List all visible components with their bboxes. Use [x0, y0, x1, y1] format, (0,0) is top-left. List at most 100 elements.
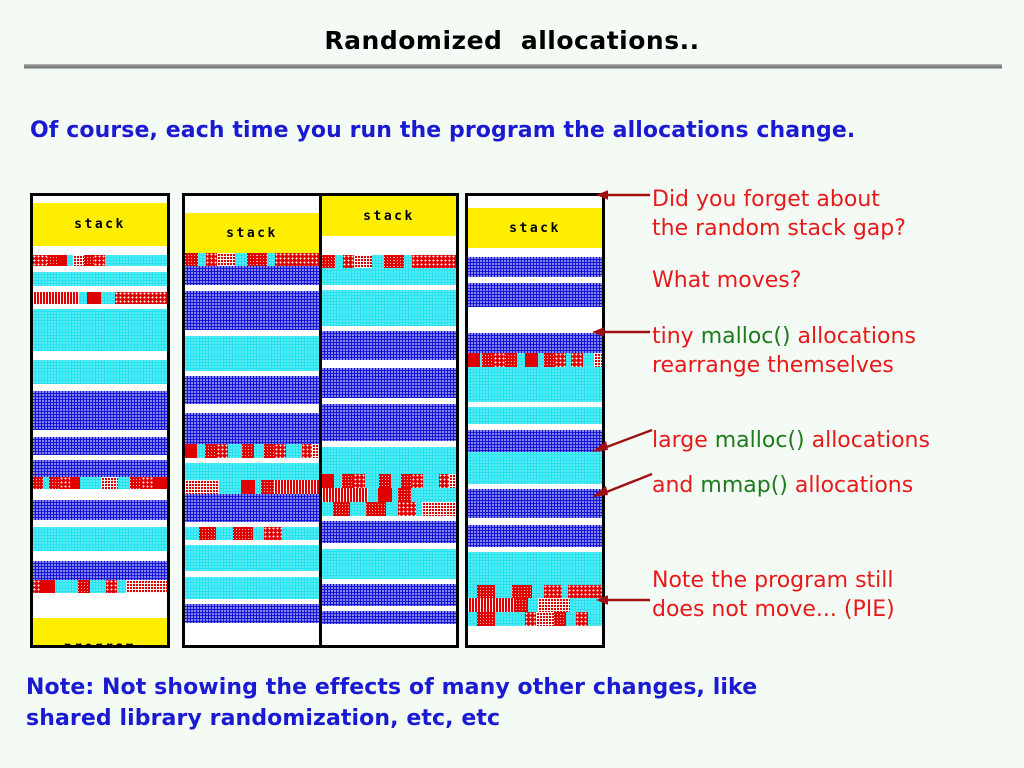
allocation-chunk [217, 253, 235, 266]
allocation-row [468, 353, 602, 367]
allocation-row [322, 502, 456, 516]
allocation-chunk [449, 474, 456, 488]
heap-region [185, 545, 319, 571]
mmap-region [322, 584, 456, 606]
gap-region [468, 518, 602, 525]
allocation-chunk [274, 480, 319, 494]
title-divider [24, 64, 1002, 69]
allocation-chunk [70, 477, 80, 489]
heap-region [322, 549, 456, 579]
allocation-chunk [494, 353, 505, 367]
gap-region [33, 196, 167, 203]
gap-region [185, 196, 319, 213]
allocation-chunk [322, 474, 334, 488]
stack-block: stack [468, 208, 602, 248]
allocation-chunk [142, 477, 154, 489]
allocation-row [322, 488, 456, 502]
gap-region [322, 606, 456, 611]
gap-region [322, 236, 456, 255]
annotation-mmap-prefix: and [652, 473, 701, 498]
annotation-tiny-suffix: allocations [790, 324, 916, 349]
allocation-chunk [302, 444, 312, 458]
gap-region [468, 248, 602, 257]
allocation-chunk [94, 255, 105, 266]
gap-region [33, 351, 167, 360]
gap-region [185, 330, 319, 336]
arrow-to-program-block [596, 595, 652, 609]
gap-region [468, 196, 602, 208]
allocation-chunk [322, 488, 368, 502]
allocation-chunk [342, 474, 354, 488]
allocation-row [185, 527, 319, 540]
heap-region [322, 290, 456, 326]
mmap-region [33, 437, 167, 455]
annotation-mmap-code: mmap() [700, 473, 788, 498]
allocation-chunk [41, 580, 55, 593]
stack-block: stack [185, 213, 319, 253]
mmap-region [185, 604, 319, 623]
heap-region [322, 268, 456, 285]
allocation-chunk [33, 580, 41, 593]
mmap-region [468, 489, 602, 518]
heap-region [33, 360, 167, 384]
stack-label: stack [509, 220, 561, 236]
gap-region [322, 360, 456, 368]
gap-region [322, 285, 456, 290]
allocation-chunk [87, 292, 101, 304]
stack-label: stack [74, 217, 126, 232]
allocation-chunk [242, 444, 254, 458]
annotation-large-prefix: large [652, 428, 715, 453]
gap-region [185, 623, 319, 645]
allocation-chunk [130, 477, 142, 489]
allocation-row [322, 255, 456, 268]
allocation-chunk [78, 580, 90, 593]
stack-block: stack [322, 196, 456, 236]
allocation-chunk [422, 502, 456, 516]
allocation-chunk [287, 253, 319, 266]
gap-region [322, 516, 456, 521]
allocation-chunk [154, 477, 167, 489]
gap-region [322, 326, 456, 331]
allocation-chunk [322, 255, 335, 268]
allocation-chunk [126, 580, 167, 593]
arrow-to-stack-gap [596, 190, 652, 204]
gap-region [185, 571, 319, 577]
allocation-chunk [217, 444, 228, 458]
mmap-region [185, 494, 319, 522]
allocation-chunk [185, 444, 197, 458]
allocation-chunk [398, 502, 416, 516]
gap-region [33, 455, 167, 460]
gap-region [33, 286, 167, 292]
mmap-region [322, 611, 456, 624]
annotation-tiny-prefix: tiny [652, 324, 701, 349]
allocation-chunk [47, 255, 57, 266]
allocation-row [185, 444, 319, 458]
gap-region [33, 489, 167, 500]
allocation-chunk [312, 444, 319, 458]
allocation-row [468, 585, 602, 598]
allocation-chunk [378, 488, 392, 502]
allocation-row [33, 292, 167, 304]
allocation-chunk [482, 353, 494, 367]
allocation-chunk [84, 255, 94, 266]
annotation-large-malloc: large malloc() allocations [652, 427, 930, 456]
allocation-chunk [106, 580, 117, 593]
allocation-chunk [233, 527, 253, 540]
allocation-chunk [257, 253, 267, 266]
allocation-chunk [199, 527, 216, 540]
gap-region [33, 304, 167, 309]
allocation-chunk [544, 353, 555, 367]
allocation-chunk [127, 292, 167, 304]
mmap-region [322, 331, 456, 360]
allocation-chunk [264, 444, 275, 458]
gap-region [185, 285, 319, 291]
allocation-chunk [439, 474, 449, 488]
allocation-chunk [206, 253, 217, 266]
allocation-chunk [468, 598, 516, 612]
gap-region [185, 371, 319, 376]
gap-region [33, 551, 167, 561]
allocation-row [33, 477, 167, 489]
mmap-region [468, 257, 602, 277]
annotation-pie-line1: Note the program still [652, 568, 894, 593]
